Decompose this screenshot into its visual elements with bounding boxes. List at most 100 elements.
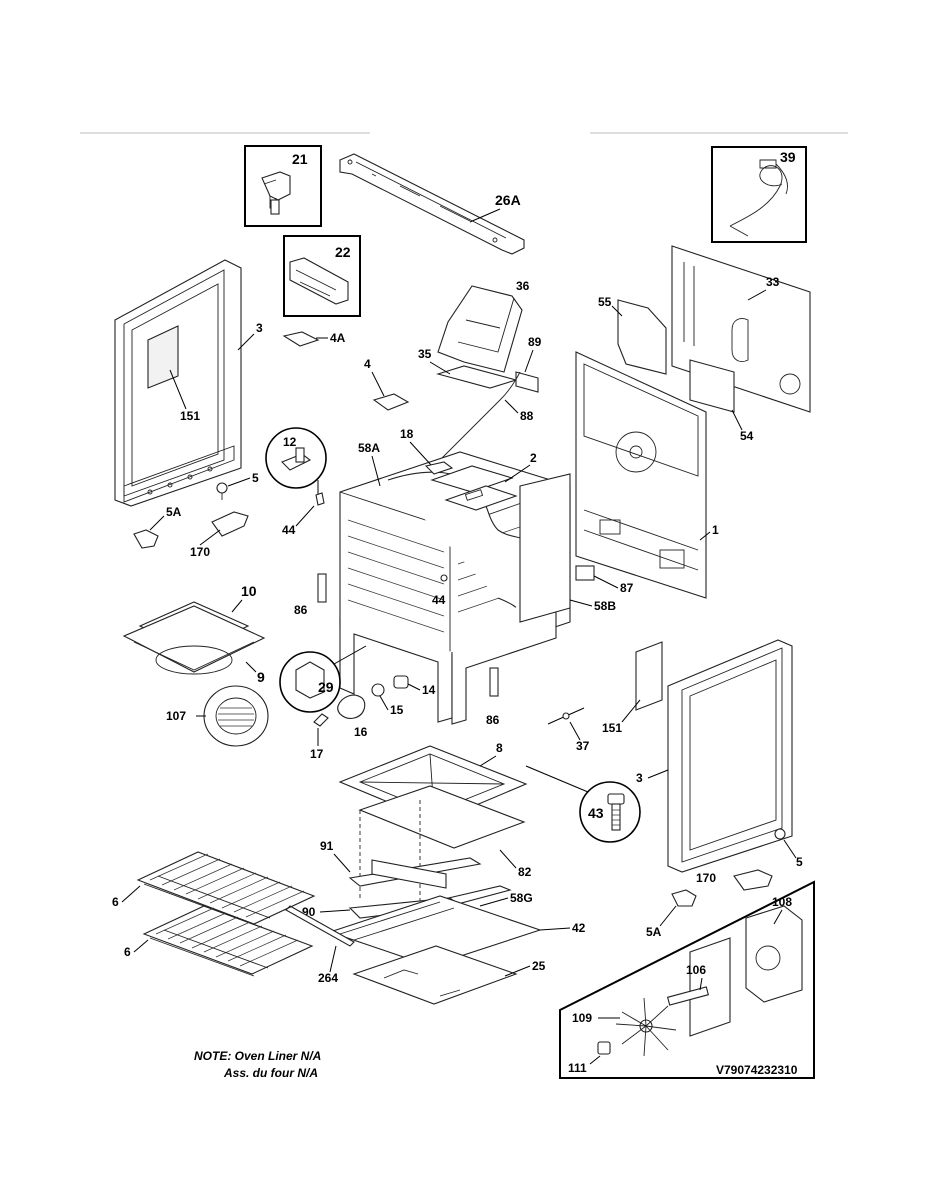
callout-91: 91 — [320, 839, 334, 853]
part-12-inset — [265, 427, 327, 506]
callout-54: 54 — [740, 429, 754, 443]
callout-39: 39 — [780, 149, 796, 165]
callout-15: 15 — [390, 703, 404, 717]
part-58A-oven-cavity — [339, 451, 571, 725]
callout-58B: 58B — [594, 599, 616, 613]
callout-33: 33 — [766, 275, 780, 289]
callout-21: 21 — [292, 151, 308, 167]
callout-17: 17 — [310, 747, 324, 761]
part-3-door-left — [114, 259, 242, 507]
part-6-rack-bottom — [142, 905, 314, 977]
callout-86-left: 86 — [294, 603, 308, 617]
part-170-hinge-left — [211, 511, 249, 537]
part-22-inset — [283, 235, 361, 317]
part-54-bracket — [689, 359, 735, 413]
part-5A-hinge-right — [671, 889, 697, 907]
part-25-bottom-cover — [352, 945, 518, 1005]
callout-14: 14 — [422, 683, 436, 697]
part-170-hinge-right — [733, 869, 773, 891]
callout-58A: 58A — [358, 441, 380, 455]
part-9-broiler-pan — [122, 605, 266, 675]
callout-82: 82 — [518, 865, 532, 879]
part-18-sensor — [424, 461, 454, 475]
callout-151-left: 151 — [180, 409, 200, 423]
callout-9: 9 — [257, 669, 265, 685]
callout-44-left: 44 — [282, 523, 296, 537]
part-37-rod — [547, 707, 585, 725]
part-4-clip — [372, 393, 410, 411]
part-58B-insulation — [519, 473, 571, 623]
callout-36: 36 — [516, 279, 530, 293]
callout-4A: 4A — [330, 331, 346, 345]
part-14-socket — [393, 675, 409, 689]
callout-29: 29 — [318, 679, 334, 695]
part-21-inset — [244, 145, 322, 227]
convection-fan-inset — [559, 880, 815, 1079]
part-107-fan-cover — [203, 685, 269, 747]
callout-44-right: 44 — [432, 593, 446, 607]
callout-5-left: 5 — [252, 471, 259, 485]
callout-86-right: 86 — [486, 713, 500, 727]
part-16-lens — [337, 694, 366, 719]
part-26A-bracket — [339, 153, 525, 255]
callout-87: 87 — [620, 581, 634, 595]
part-36-duct — [437, 285, 523, 373]
callout-42: 42 — [572, 921, 586, 935]
callout-2: 2 — [530, 451, 537, 465]
part-87-terminal — [575, 565, 595, 581]
callout-6-top: 6 — [112, 895, 119, 909]
callout-106: 106 — [686, 963, 706, 977]
callout-111: 111 — [568, 1061, 587, 1075]
part-5A-hinge-left — [133, 529, 159, 549]
part-89-bracket — [439, 371, 539, 461]
callout-26A: 26A — [495, 192, 521, 208]
callout-264: 264 — [318, 971, 338, 985]
part-55-bracket — [617, 299, 667, 375]
part-3-door-right — [667, 639, 793, 873]
callout-3-left: 3 — [256, 321, 263, 335]
part-4A-bracket — [282, 331, 320, 347]
callout-170-left: 170 — [190, 545, 210, 559]
callout-88: 88 — [520, 409, 534, 423]
callout-10: 10 — [241, 583, 257, 599]
callout-58G: 58G — [510, 891, 533, 905]
part-5-screw-right — [774, 828, 786, 840]
callout-108: 108 — [772, 895, 792, 909]
part-15-bulb — [371, 683, 385, 697]
callout-5A-left: 5A — [166, 505, 182, 519]
callout-170-right: 170 — [696, 871, 716, 885]
callout-5-right: 5 — [796, 855, 803, 869]
part-151-liner-right — [635, 641, 663, 711]
part-86-right — [489, 667, 499, 697]
callout-16: 16 — [354, 725, 368, 739]
part-17-clip — [313, 713, 329, 727]
callout-18: 18 — [400, 427, 414, 441]
part-29-inset — [279, 645, 367, 713]
callout-25: 25 — [532, 959, 546, 973]
part-44-screw — [440, 574, 448, 582]
part-43-inset — [525, 765, 641, 843]
callout-89: 89 — [528, 335, 542, 349]
callout-151-right: 151 — [602, 721, 622, 735]
part-2-plate — [430, 465, 518, 511]
callout-22: 22 — [335, 244, 351, 260]
callout-3-right: 3 — [636, 771, 643, 785]
callout-107: 107 — [166, 709, 186, 723]
diagram-id: V79074232310 — [716, 1063, 798, 1077]
callout-6-bottom: 6 — [124, 945, 131, 959]
callout-109: 109 — [572, 1011, 592, 1025]
callout-37: 37 — [576, 739, 590, 753]
part-86-left — [317, 573, 327, 603]
callout-8: 8 — [496, 741, 503, 755]
part-39-inset — [711, 146, 807, 243]
callout-4: 4 — [364, 357, 371, 371]
note-line-1: NOTE: Oven Liner N/A — [194, 1049, 321, 1063]
callout-35: 35 — [418, 347, 432, 361]
callout-1: 1 — [712, 523, 719, 537]
part-5-screw-left — [216, 482, 228, 500]
callout-55: 55 — [598, 295, 612, 309]
note-line-2: Ass. du four N/A — [223, 1066, 318, 1080]
part-6-rack-top — [136, 851, 316, 927]
callout-43: 43 — [588, 805, 604, 821]
